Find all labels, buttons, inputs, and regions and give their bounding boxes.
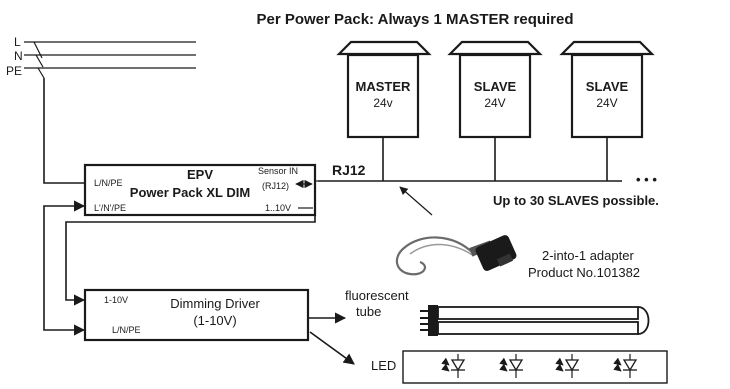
driver-title: Dimming Driver: [170, 296, 260, 311]
bus-ellipsis: • • •: [636, 172, 657, 187]
driver-port-dim: 1-10V: [104, 295, 128, 305]
power-pack: EPV Power Pack XL DIM L/N/PE L'/N'/PE Se…: [83, 163, 318, 217]
sensor-label-2: (RJ12): [262, 181, 289, 191]
lamp-slave-2: SLAVE 24V: [559, 40, 655, 139]
driver-wiring: [43, 200, 316, 336]
led-icon: [499, 354, 524, 378]
adapter-pointer-arrow: [399, 186, 433, 216]
mains-label-l: L: [14, 35, 21, 49]
led-icon: [441, 354, 466, 378]
adapter-graphic: [395, 235, 517, 276]
mains-feed-wire: [43, 78, 84, 184]
led-icon: [613, 354, 638, 378]
adapter-line1: 2-into-1 adapter: [542, 248, 634, 263]
lamp-master: MASTER 24v: [336, 40, 432, 139]
power-pack-port-in: L/N/PE: [94, 178, 123, 188]
lamp-slave-1-voltage: 24V: [484, 96, 505, 110]
dim-port-label: 1..10V: [265, 203, 291, 213]
driver-subtitle: (1-10V): [193, 313, 236, 328]
dimming-driver: Dimming Driver (1-10V) 1-10V L/N/PE: [83, 288, 310, 342]
fluorescent-tube-icon: [420, 305, 650, 336]
fluorescent-label-2: tube: [356, 304, 381, 319]
led-label: LED: [371, 358, 396, 373]
mains-label-n: N: [14, 49, 23, 63]
sensor-label-1: Sensor IN: [258, 166, 298, 176]
adapter-line2: Product No.101382: [528, 265, 640, 280]
rj12-bus: RJ12 • • • Up to 30 SLAVES possible.: [318, 137, 659, 208]
driver-port-power: L/N/PE: [112, 325, 141, 335]
lamp-slave-2-name: SLAVE: [586, 79, 629, 94]
mains-lines: L N PE: [6, 35, 196, 184]
lamp-master-voltage: 24v: [373, 96, 392, 110]
power-pack-port-out: L'/N'/PE: [94, 203, 126, 213]
led-strip: [402, 350, 668, 384]
power-pack-line1: EPV: [187, 167, 213, 182]
lamp-slave-1: SLAVE 24V: [447, 40, 543, 139]
mains-label-pe: PE: [6, 64, 22, 78]
lamp-slave-2-voltage: 24V: [596, 96, 617, 110]
output-arrow-led: [309, 331, 355, 365]
lamp-slave-1-name: SLAVE: [474, 79, 517, 94]
rj12-label: RJ12: [332, 162, 366, 178]
diagram-title: Per Power Pack: Always 1 MASTER required: [256, 11, 573, 28]
led-icon: [555, 354, 580, 378]
power-pack-line2: Power Pack XL DIM: [130, 185, 250, 200]
lamp-master-name: MASTER: [356, 79, 412, 94]
slaves-note: Up to 30 SLAVES possible.: [493, 193, 659, 208]
fluorescent-label-1: fluorescent: [345, 288, 409, 303]
